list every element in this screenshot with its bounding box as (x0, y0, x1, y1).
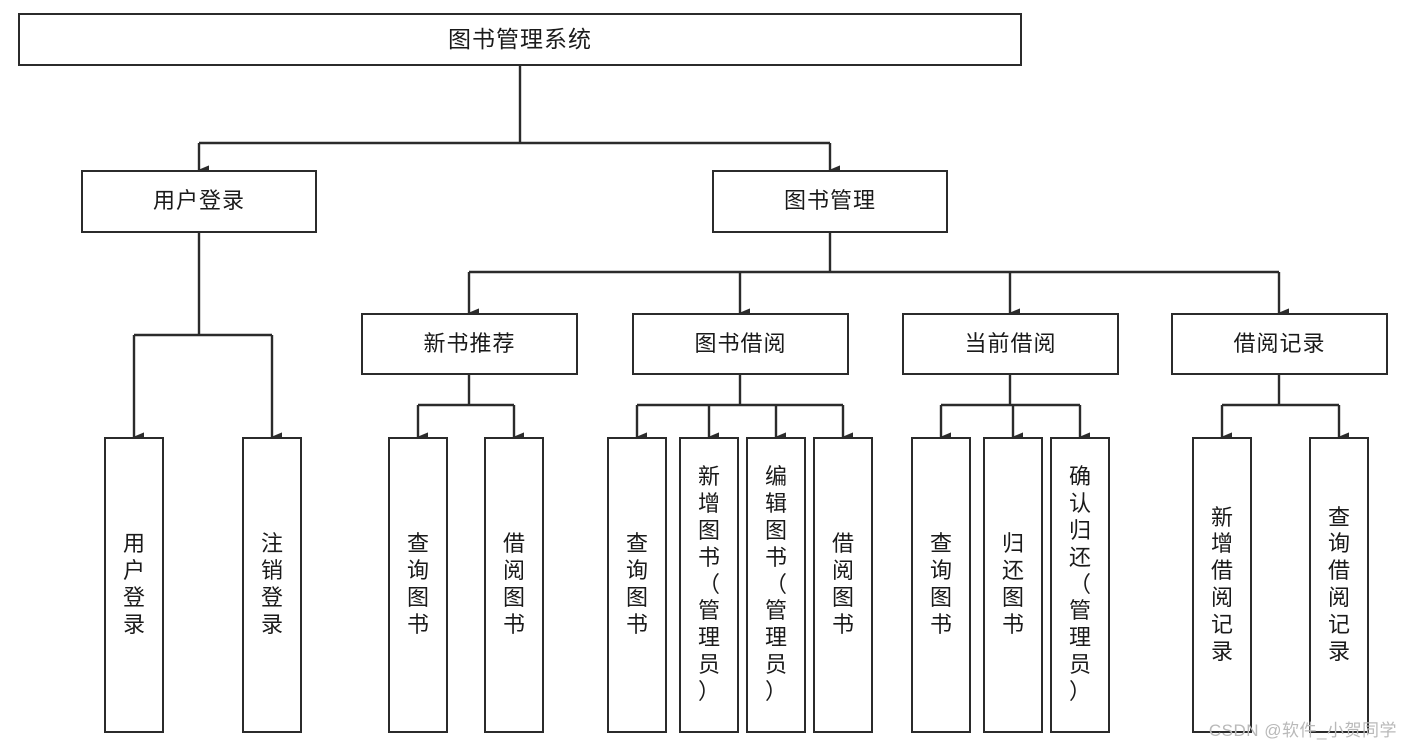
node-book-borrow[interactable]: 图书借阅 (632, 313, 849, 375)
node-label: 注销登录 (260, 531, 283, 637)
node-label: 编辑图书（管理员） (764, 464, 787, 704)
node-current-borrow[interactable]: 当前借阅 (902, 313, 1119, 375)
node-leaf-login[interactable]: 用户登录 (104, 437, 164, 733)
node-leaf-br-add[interactable]: 新增借阅记录 (1192, 437, 1252, 733)
node-label: 查询图书 (406, 531, 429, 637)
node-leaf-bb-add[interactable]: 新增图书（管理员） (679, 437, 739, 733)
node-label: 图书管理系统 (448, 25, 592, 52)
node-leaf-cb-confirm[interactable]: 确认归还（管理员） (1050, 437, 1110, 733)
node-label: 用户登录 (122, 531, 145, 637)
node-leaf-bb-query[interactable]: 查询图书 (607, 437, 667, 733)
node-root[interactable]: 图书管理系统 (18, 13, 1022, 66)
node-label: 用户登录 (152, 188, 245, 214)
node-label: 借阅图书 (502, 531, 525, 637)
node-user-login[interactable]: 用户登录 (81, 170, 317, 233)
node-label: 新增图书（管理员） (697, 464, 720, 704)
node-label: 当前借阅 (964, 330, 1057, 356)
node-label: 查询借阅记录 (1327, 504, 1350, 664)
node-leaf-rec-borrow[interactable]: 借阅图书 (484, 437, 544, 733)
node-leaf-rec-query[interactable]: 查询图书 (388, 437, 448, 733)
watermark-text: CSDN @软件_小贺同学 (1208, 721, 1397, 740)
node-label: 借阅图书 (831, 531, 854, 637)
node-label: 确认归还（管理员） (1068, 464, 1091, 704)
node-new-book-rec[interactable]: 新书推荐 (361, 313, 578, 375)
node-leaf-cb-query[interactable]: 查询图书 (911, 437, 971, 733)
node-label: 图书借阅 (694, 330, 787, 356)
node-label: 借阅记录 (1233, 330, 1326, 356)
node-label: 查询图书 (929, 531, 952, 637)
node-book-manage[interactable]: 图书管理 (712, 170, 948, 233)
node-label: 新书推荐 (423, 330, 516, 356)
node-leaf-bb-lend[interactable]: 借阅图书 (813, 437, 873, 733)
connector-lines (132, 66, 1349, 442)
node-borrow-record[interactable]: 借阅记录 (1171, 313, 1388, 375)
node-leaf-br-query[interactable]: 查询借阅记录 (1309, 437, 1369, 733)
node-leaf-bb-edit[interactable]: 编辑图书（管理员） (746, 437, 806, 733)
node-leaf-cb-return[interactable]: 归还图书 (983, 437, 1043, 733)
node-label: 查询图书 (625, 531, 648, 637)
node-label: 新增借阅记录 (1210, 504, 1233, 664)
node-label: 归还图书 (1001, 531, 1024, 637)
node-label: 图书管理 (783, 188, 876, 214)
node-leaf-logout[interactable]: 注销登录 (242, 437, 302, 733)
